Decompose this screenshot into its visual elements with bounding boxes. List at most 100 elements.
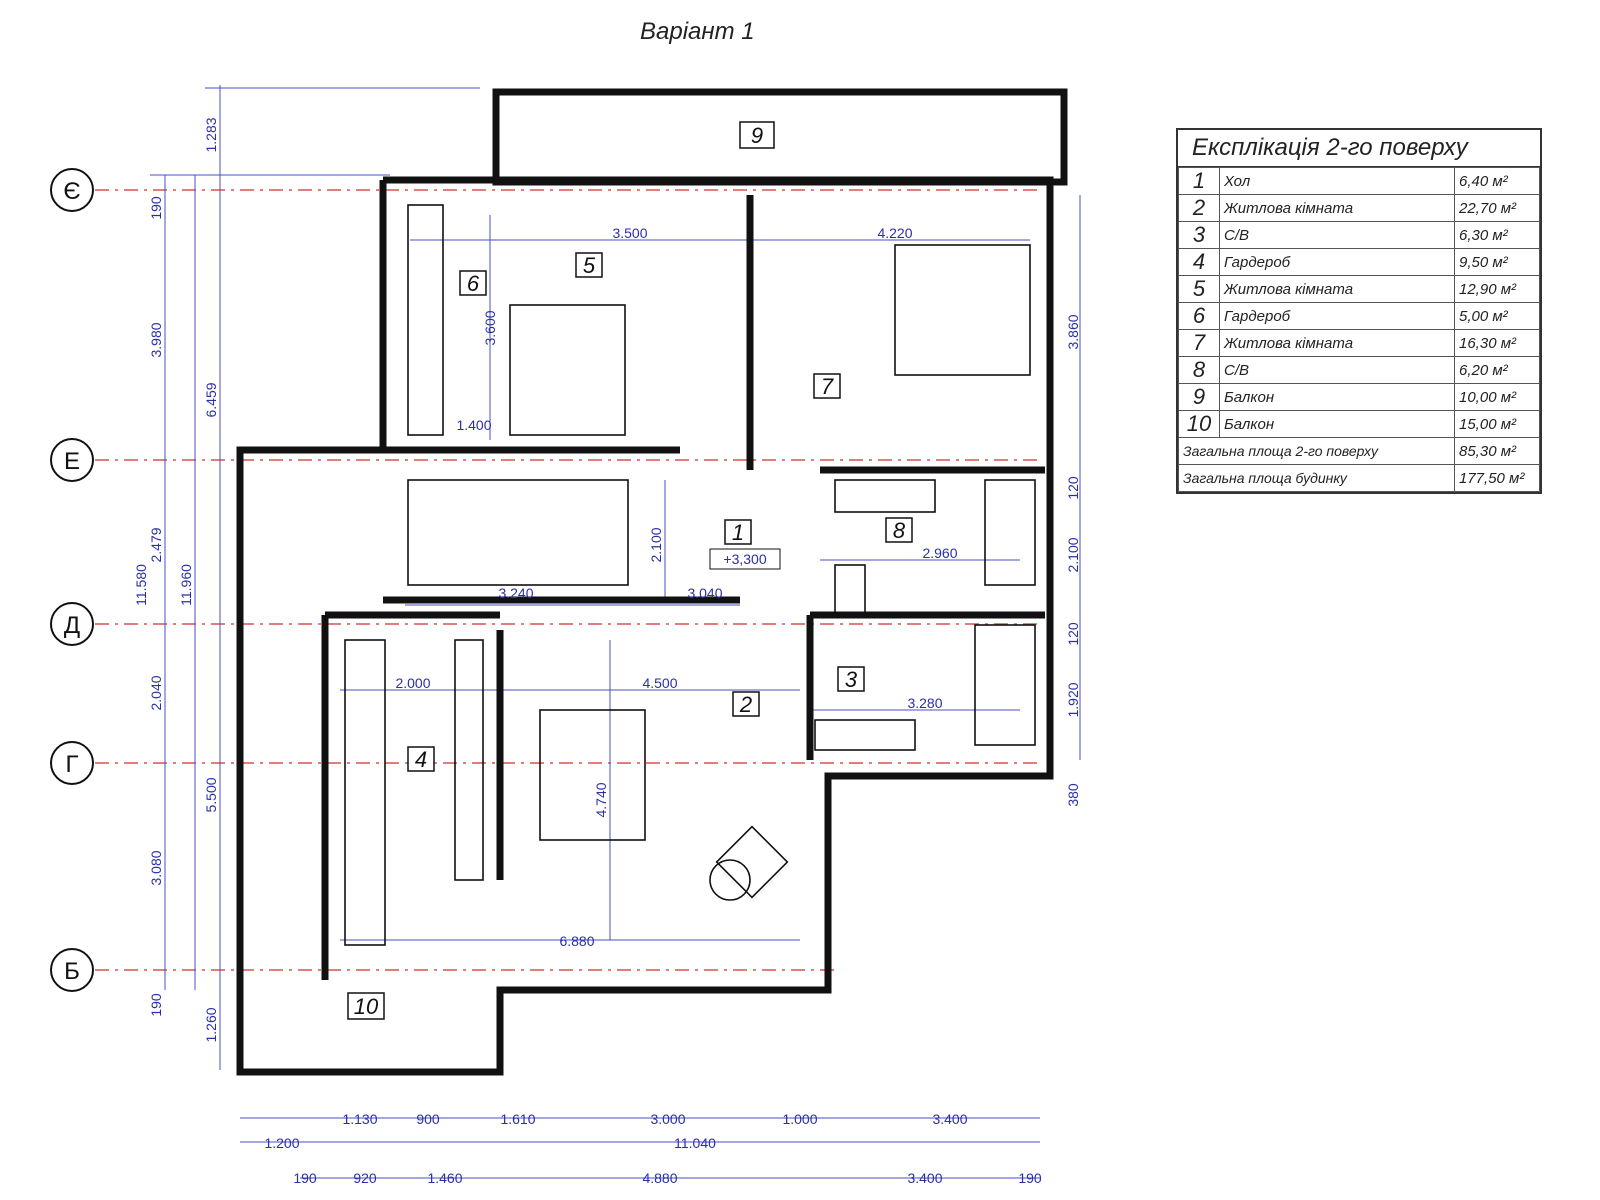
dim-interior-6: 3.240 [498, 585, 533, 601]
room-area: 10,00 м² [1454, 383, 1540, 411]
axis-bubble-1: Є [50, 168, 94, 212]
dim-bottom-2-2: 11.040 [674, 1135, 716, 1151]
axis-lines [95, 189, 1040, 971]
room-name: Гардероб [1219, 248, 1455, 276]
room-name: Гардероб [1219, 302, 1455, 330]
walls [236, 88, 1068, 1076]
dim-interior-4: 1.400 [456, 417, 491, 433]
dimension-lines [150, 85, 1081, 1179]
room-schedule-title: Експлікація 2-го поверху [1178, 130, 1540, 167]
room-name: Балкон [1219, 410, 1455, 438]
room-area: 16,30 м² [1454, 329, 1540, 357]
room-label-8: 8 [885, 517, 913, 543]
dim-right-4: 120 [1065, 622, 1081, 646]
svg-text:10: 10 [354, 994, 379, 1019]
dim-right-3: 2.100 [1065, 537, 1081, 572]
dim-interior-10: 4.500 [642, 675, 677, 691]
level-mark: +3,300 [709, 548, 781, 570]
room-area: 12,90 м² [1454, 275, 1540, 303]
total-label: Загальна площа 2-го поверху [1178, 437, 1455, 465]
svg-text:+3,300: +3,300 [723, 551, 766, 567]
dim-interior-3: 3.600 [482, 310, 498, 345]
room-label-3: 3 [837, 666, 865, 692]
svg-text:Е: Е [64, 448, 80, 475]
dim-left-outer-4: 1.260 [203, 1007, 219, 1042]
room-area: 5,00 м² [1454, 302, 1540, 330]
axis-bubble-2: Е [50, 438, 94, 482]
room-no: 4 [1178, 248, 1220, 276]
dim-bottom-1-6: 3.400 [932, 1111, 967, 1127]
dim-interior-8: 2.960 [922, 545, 957, 561]
total-area: 177,50 м² [1454, 464, 1540, 492]
dim-left-inner-4: 2.040 [148, 675, 164, 710]
room-label-2: 2 [732, 691, 760, 717]
svg-text:Є: Є [63, 178, 80, 205]
dim-bottom-1-5: 1.000 [782, 1111, 817, 1127]
axis-bubble-3: Д [50, 602, 94, 646]
dim-interior-2: 4.220 [877, 225, 912, 241]
svg-text:7: 7 [821, 374, 834, 399]
room-area: 6,40 м² [1454, 167, 1540, 195]
room-label-10: 10 [347, 992, 385, 1020]
dim-interior-1: 3.500 [612, 225, 647, 241]
room-label-7: 7 [813, 373, 841, 399]
dim-left-inner-5: 3.080 [148, 850, 164, 885]
room-name: Житлова кімната [1219, 194, 1455, 222]
dim-bottom-3-3: 1.460 [427, 1170, 462, 1186]
dim-bottom-1-2: 900 [416, 1111, 440, 1127]
room-label-4: 4 [407, 746, 435, 772]
room-name: Житлова кімната [1219, 329, 1455, 357]
total-area: 85,30 м² [1454, 437, 1540, 465]
svg-text:8: 8 [893, 518, 906, 543]
svg-text:6: 6 [467, 271, 480, 296]
dim-bottom-3-5: 3.400 [907, 1170, 942, 1186]
dim-left-outer-2: 6.459 [203, 382, 219, 417]
room-area: 6,20 м² [1454, 356, 1540, 384]
dim-left-inner-2: 3.980 [148, 322, 164, 357]
dim-right-5: 1.920 [1065, 682, 1081, 717]
room-label-1: 1 [724, 519, 752, 545]
room-label-6: 6 [459, 270, 487, 296]
svg-text:Б: Б [64, 958, 80, 985]
svg-text:Г: Г [66, 751, 79, 778]
dim-bottom-1-4: 3.000 [650, 1111, 685, 1127]
room-no: 3 [1178, 221, 1220, 249]
plan-title: Варіант 1 [640, 18, 755, 45]
dim-bottom-2-1: 1.200 [264, 1135, 299, 1151]
room-no: 2 [1178, 194, 1220, 222]
room-name: С/В [1219, 356, 1455, 384]
dim-bottom-3-6: 190 [1018, 1170, 1042, 1186]
dim-left-mid-1: 11.580 [133, 564, 149, 606]
dim-right-1: 3.860 [1065, 314, 1081, 349]
total-label: Загальна площа будинку [1178, 464, 1455, 492]
dim-bottom-1-3: 1.610 [500, 1111, 535, 1127]
dim-left-inner-6: 190 [148, 993, 164, 1017]
dim-left-outer-3: 5.500 [203, 777, 219, 812]
svg-text:5: 5 [583, 253, 596, 278]
dim-bottom-3-1: 190 [293, 1170, 317, 1186]
axis-bubble-5: Б [50, 948, 94, 992]
dim-left-outer-1: 1.283 [203, 117, 219, 152]
room-no: 8 [1178, 356, 1220, 384]
room-name: Житлова кімната [1219, 275, 1455, 303]
dim-right-6: 380 [1065, 783, 1081, 807]
dim-bottom-3-2: 920 [353, 1170, 377, 1186]
room-name: Балкон [1219, 383, 1455, 411]
dim-interior-5: 2.100 [648, 527, 664, 562]
room-no: 10 [1178, 410, 1220, 438]
furniture [344, 204, 1036, 946]
room-area: 22,70 м² [1454, 194, 1540, 222]
